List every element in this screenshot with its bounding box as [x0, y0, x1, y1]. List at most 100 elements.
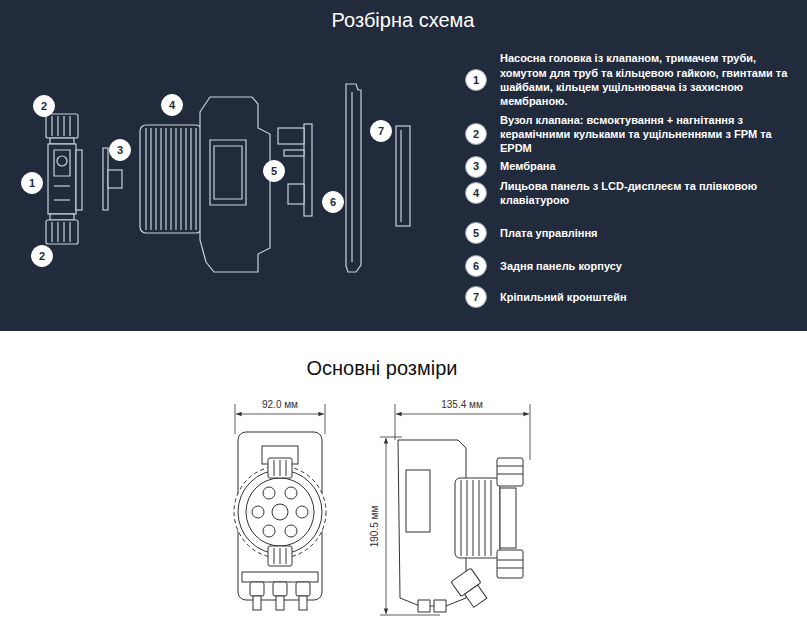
pump-head-drawing [46, 114, 82, 244]
callout-circle: 7 [465, 286, 487, 308]
dark-band [0, 0, 807, 331]
pump-head-drawing-part [46, 114, 78, 138]
front-view-drawing-part [246, 478, 314, 546]
side-view-drawing-part [467, 480, 468, 556]
callout-number: 5 [271, 166, 277, 177]
pump-head-drawing-part [51, 116, 52, 136]
dimension-label: 135.4 мм [439, 399, 485, 410]
callout-number: 1 [29, 178, 35, 189]
pump-head-drawing-part [46, 220, 78, 244]
front-view-drawing-part [250, 582, 264, 596]
dimension-label: 92.0 мм [260, 399, 300, 410]
membrane-drawing-part [103, 148, 108, 210]
side-view-drawing-part-part [465, 585, 487, 607]
part-description: Лицьова панель з LCD-дисплеєм та плівков… [500, 179, 798, 208]
pump-head-drawing-part [54, 199, 70, 200]
front-view-drawing-part [252, 506, 264, 518]
callout-circle: 2 [31, 245, 53, 267]
bracket-drawing [396, 126, 410, 226]
pump-head-drawing-part [57, 156, 67, 166]
front-panel-drawing-part [190, 128, 191, 230]
control-board-drawing-part [288, 184, 304, 204]
callout-number: 4 [169, 100, 175, 111]
side-view-drawing-part [473, 480, 474, 556]
callout-number: 7 [473, 292, 479, 303]
callout-circle: 3 [109, 139, 131, 161]
side-view-drawing-part [455, 478, 500, 558]
dimension-lines-part [380, 615, 440, 616]
callout-circle: 7 [370, 120, 392, 142]
callout-number: 6 [330, 197, 336, 208]
callout-circle: 1 [21, 172, 43, 194]
page-title: Розбірна схема [332, 8, 475, 32]
callout-number: 5 [473, 228, 479, 239]
callout-number: 2 [473, 129, 479, 140]
front-view-drawing-part [234, 466, 326, 558]
dimension-lines-part [395, 404, 396, 440]
dimension-lines-part [325, 404, 326, 434]
side-view-drawing-part [479, 480, 480, 556]
control-board-drawing-part [278, 128, 304, 144]
front-view-drawing-part [238, 432, 322, 600]
back-panel-drawing-part [351, 92, 352, 262]
section-heading: Основні розміри [306, 356, 457, 380]
front-panel-drawing-part [175, 128, 176, 230]
part-description: Плата управління [500, 226, 798, 240]
front-view-drawing-part [285, 487, 297, 499]
front-view-drawing-part [253, 596, 261, 610]
front-view-drawing [234, 432, 326, 610]
front-view-drawing-part [274, 548, 275, 564]
callout-number: 2 [39, 251, 45, 262]
part-description: Вузол клапана: всмоктування + нагнітання… [500, 113, 798, 156]
front-view-drawing-part [296, 582, 310, 596]
pump-head-drawing-part [69, 222, 70, 242]
front-panel-drawing-part [200, 97, 270, 272]
front-panel-drawing-part [145, 128, 146, 230]
front-view-drawing-part [268, 546, 292, 566]
side-view-drawing-part [406, 470, 430, 532]
pump-head-drawing-part [51, 222, 52, 242]
front-view-drawing-part [274, 460, 275, 476]
pump-head-drawing-part [54, 150, 70, 176]
front-panel-drawing-part [180, 128, 181, 230]
pump-head-drawing-part [50, 214, 74, 220]
back-panel-drawing [346, 84, 361, 272]
pump-head-drawing-part [63, 222, 64, 242]
callout-circle: 6 [465, 255, 487, 277]
side-view-drawing-part [497, 568, 523, 569]
pump-head-drawing-part [48, 144, 76, 214]
front-view-drawing-part [280, 460, 281, 476]
side-view-drawing-part [451, 568, 490, 610]
callout-circle: 4 [161, 94, 183, 116]
front-panel-drawing-part [155, 128, 156, 230]
dimension-lines-part [530, 404, 531, 460]
pump-head-drawing-part [57, 222, 58, 242]
dimension-lines-part [380, 437, 402, 438]
membrane-drawing-part [108, 170, 122, 188]
callout-number: 7 [378, 126, 384, 137]
dimension-lines-part [235, 404, 236, 434]
side-view-drawing-part [461, 480, 462, 556]
front-view-drawing-part [263, 487, 275, 499]
side-view-drawing-part [497, 474, 523, 475]
bracket-drawing-part [400, 130, 401, 222]
control-board-drawing-part [284, 150, 304, 156]
callout-number: 3 [117, 145, 123, 156]
callout-number: 2 [41, 101, 47, 112]
dimension-lines-part [236, 414, 324, 415]
front-view-drawing-part [286, 548, 287, 564]
front-view-drawing-part [299, 596, 307, 610]
side-view-drawing-part [497, 458, 523, 486]
front-panel-drawing-part [160, 128, 161, 230]
callout-circle: 6 [322, 191, 344, 213]
front-panel-drawing-part [195, 128, 196, 230]
pump-head-drawing-part [54, 185, 70, 186]
front-panel-drawing-part [165, 128, 166, 230]
front-view-drawing-part [286, 460, 287, 476]
callout-circle: 5 [263, 160, 285, 182]
front-view-drawing-part [285, 525, 297, 537]
callout-number: 6 [473, 261, 479, 272]
back-panel-drawing-part [346, 84, 361, 272]
pump-head-drawing-part [50, 138, 74, 144]
